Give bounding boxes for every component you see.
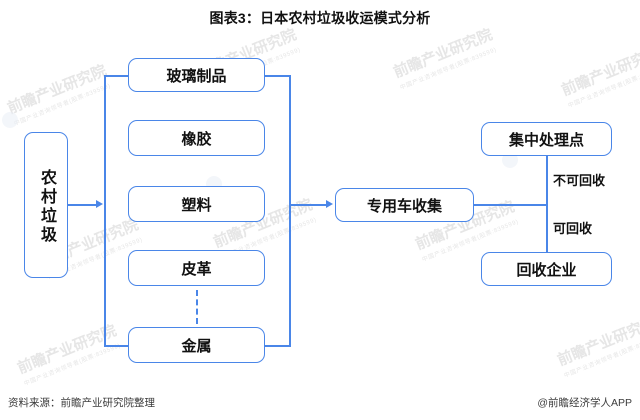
edge-label-recyclable: 可回收 — [553, 221, 593, 236]
watermark-logo-icon — [2, 112, 18, 128]
connector-bracket-to-collection — [289, 204, 327, 206]
node-recycling-company[interactable]: 回收企业 — [481, 252, 612, 286]
right-bracket-arm-top — [264, 75, 291, 77]
node-category-leather[interactable]: 皮革 — [128, 250, 265, 286]
node-category-rubber[interactable]: 橡胶 — [128, 120, 265, 156]
arrow-head-icon — [326, 200, 333, 208]
right-bracket-arm-bottom — [264, 345, 291, 347]
page-title: 图表3：日本农村垃圾收运模式分析 — [209, 10, 431, 26]
watermark-text: 前瞻产业研究院中国产业咨询领导者(股票:839599) — [559, 44, 640, 110]
watermark-text: 前瞻产业研究院中国产业咨询领导者(股票:839599) — [391, 26, 498, 92]
watermark-text: 前瞻产业研究院中国产业咨询领导者(股票:839599) — [15, 322, 122, 388]
watermark-text: 前瞻产业研究院中国产业咨询领导者(股票:839599) — [555, 314, 640, 380]
watermark-text: 前瞻产业研究院中国产业咨询领导者(股票:839599) — [5, 62, 112, 128]
node-category-plastic[interactable]: 塑料 — [128, 186, 265, 222]
node-category-metal[interactable]: 金属 — [128, 327, 265, 363]
node-rural-waste[interactable]: 农村垃圾 — [24, 132, 68, 278]
app-credit: @前瞻经济学人APP — [537, 397, 632, 409]
arrow-head-icon — [96, 200, 103, 208]
node-category-glass[interactable]: 玻璃制品 — [128, 58, 265, 92]
source-note: 资料来源：前瞻产业研究院整理 — [8, 397, 155, 409]
left-bracket-spine — [104, 75, 106, 345]
connector-ellipsis-dashed — [196, 290, 198, 324]
split-joint-top — [546, 156, 548, 158]
node-special-vehicle-collection[interactable]: 专用车收集 — [335, 188, 474, 222]
connector-collection-to-split — [474, 204, 548, 206]
left-bracket-arm-top — [104, 75, 130, 77]
left-bracket-arm-bottom — [104, 345, 130, 347]
split-spine — [546, 156, 548, 253]
right-bracket-spine — [289, 75, 291, 345]
edge-label-non-recyclable: 不可回收 — [553, 173, 606, 188]
node-central-processing-site[interactable]: 集中处理点 — [481, 122, 612, 156]
connector-input-to-bracket — [68, 204, 97, 206]
